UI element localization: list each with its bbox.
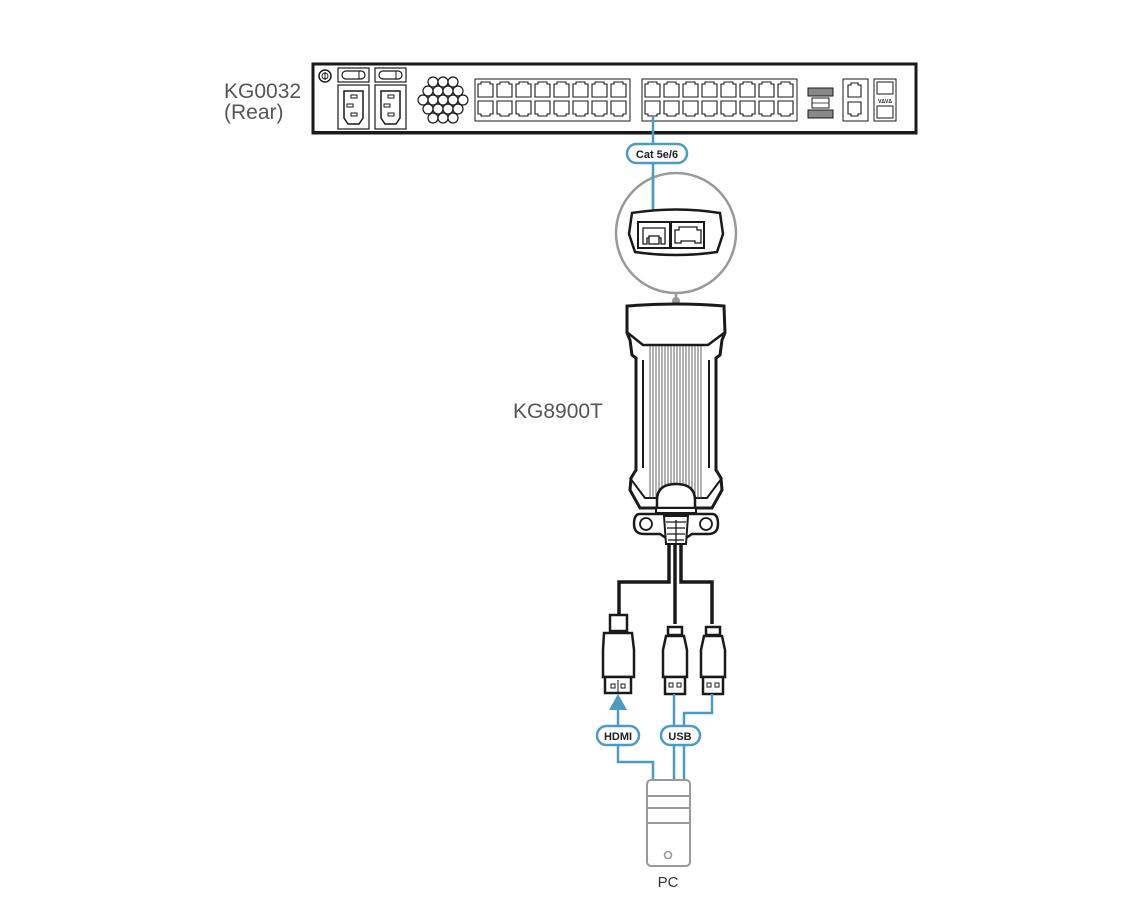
power-switch-2 <box>374 67 407 83</box>
terminal-block-icon <box>807 87 834 119</box>
adapter-name-label: KG8900T <box>513 400 603 423</box>
cat-cable-label: Cat 5e/6 <box>636 149 678 161</box>
arrow-up-icon <box>609 694 627 710</box>
hdmi-cable-label: HDMI <box>604 731 632 743</box>
rj45-port-icon <box>637 221 671 249</box>
svg-text:VΔVΔ: VΔVΔ <box>878 99 892 105</box>
rj45-bank-2 <box>641 78 798 122</box>
kg0032-switch: KG0032 (Rear) <box>224 62 918 135</box>
hdmi-plug-icon <box>601 613 636 695</box>
cat-cable: Cat 5e/6 <box>625 116 689 222</box>
rj45-bank-1 <box>474 78 631 122</box>
breakout-cables <box>617 544 714 624</box>
usb-port-pair: VΔVΔ <box>873 78 897 122</box>
usb-cable <box>659 694 714 780</box>
console-ports <box>842 78 869 122</box>
usb-cable-label: USB <box>668 731 691 743</box>
usb-plug-icon <box>699 625 727 696</box>
rj45-detail-callout <box>614 171 738 305</box>
pc-label: PC <box>658 874 679 891</box>
power-socket-icon <box>374 84 407 130</box>
pc-tower-icon: PC <box>646 779 691 891</box>
fan-vent-icon <box>417 76 469 124</box>
power-socket-icon <box>337 84 370 130</box>
power-switch-1 <box>337 67 370 83</box>
kg8900t-adapter: KG8900T <box>513 302 727 545</box>
usb-plug-icon <box>661 625 689 696</box>
rj45-port-icon <box>670 221 705 249</box>
heatsink-ribs <box>649 346 702 498</box>
switch-name-label: KG0032 <box>224 80 301 103</box>
hdmi-cable: HDMI <box>595 694 655 780</box>
switch-subtitle-label: (Rear) <box>224 101 284 124</box>
ground-terminal-icon <box>318 69 332 83</box>
